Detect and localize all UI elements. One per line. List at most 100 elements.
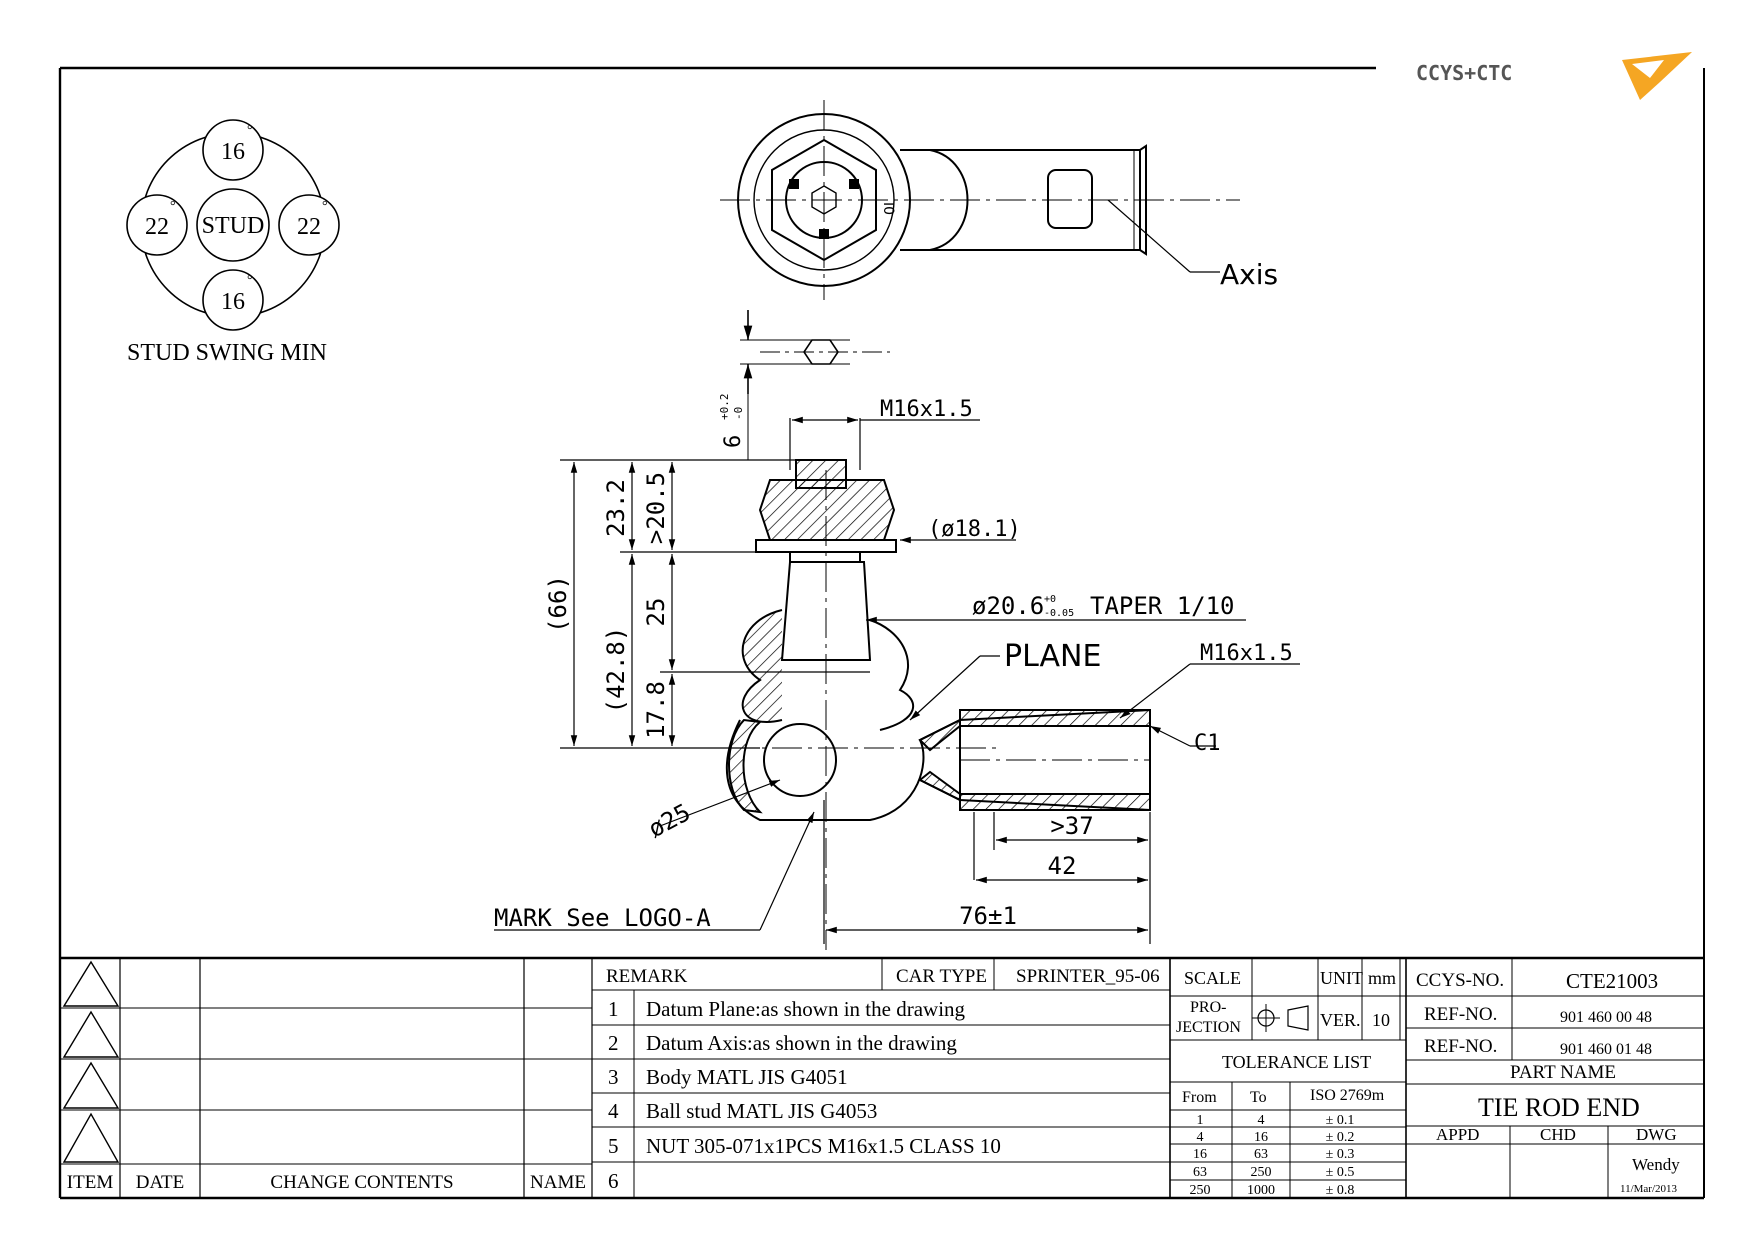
dim-23-2: 23.2: [602, 479, 630, 537]
remark-no: 2: [608, 1031, 619, 1055]
scale-label: SCALE: [1184, 968, 1241, 988]
ver-label: VER.: [1320, 1010, 1361, 1030]
nut-width-dim: 6: [721, 435, 746, 448]
degree-mark: °: [322, 199, 328, 214]
tol-from: 250: [1190, 1183, 1211, 1198]
top-view: [720, 100, 1240, 300]
tol-from: 16: [1193, 1147, 1207, 1162]
remark-text: Ball stud MATL JIS G4053: [646, 1099, 877, 1123]
company-logo: CCYS+CTC: [1416, 52, 1692, 100]
dwg-label: DWG: [1636, 1125, 1677, 1144]
ref2-value: 901 460 01 48: [1560, 1041, 1652, 1058]
ver-value: 10: [1372, 1010, 1390, 1030]
tol-from: 63: [1193, 1165, 1207, 1180]
tol-value: ± 0.2: [1326, 1130, 1355, 1145]
rev-header-date: DATE: [136, 1172, 185, 1193]
appd-label: APPD: [1436, 1125, 1479, 1144]
stud-thread-dim: [789, 416, 980, 470]
nut-width-view: [740, 310, 890, 460]
tol-from-header: From: [1182, 1089, 1217, 1106]
drawing-frame: [58, 66, 1705, 1200]
swing-center: STUD: [202, 213, 265, 239]
tol-to: 16: [1254, 1130, 1268, 1145]
tol-value: ± 0.1: [1326, 1113, 1355, 1128]
dim-20-5: >20.5: [642, 472, 670, 544]
dim-25: 25: [642, 598, 670, 627]
taper-tol-upper: +0: [1044, 594, 1056, 605]
tol-value: ± 0.3: [1326, 1147, 1355, 1162]
ref1-value: 901 460 00 48: [1560, 1009, 1652, 1026]
mark-leader: [494, 811, 815, 931]
taper-dia: ø20.6: [972, 592, 1044, 620]
taper-label: TAPER 1/10: [1090, 592, 1235, 620]
dim-42-8: (42.8): [602, 627, 630, 714]
title-block-grid: [60, 956, 1704, 1198]
ccys-label: CCYS-NO.: [1416, 970, 1504, 991]
remark-text: Datum Plane:as shown in the drawing: [646, 997, 966, 1021]
ball-dia-leader: [659, 779, 781, 827]
logo-mark-icon: [1622, 52, 1692, 100]
chd-label: CHD: [1540, 1125, 1576, 1144]
tol-to: 63: [1254, 1147, 1268, 1162]
rev-header-name: NAME: [530, 1172, 586, 1193]
rev-header-item: ITEM: [67, 1172, 114, 1193]
stud-thread-label: M16x1.5: [880, 397, 973, 422]
ref2-label: REF-NO.: [1424, 1036, 1497, 1057]
body-thread-label: M16x1.5: [1200, 641, 1293, 666]
remark-text: Body MATL JIS G4051: [646, 1065, 848, 1089]
remark-text: Datum Axis:as shown in the drawing: [646, 1031, 957, 1055]
degree-mark: °: [170, 199, 176, 214]
plane-leader: [909, 655, 1000, 721]
drawn-by: Wendy: [1632, 1155, 1680, 1174]
c1-label: C1: [1194, 731, 1221, 756]
stud-swing-diagram: [126, 119, 340, 331]
remark-no: 6: [608, 1169, 619, 1193]
dia18-label: (ø18.1): [928, 517, 1021, 542]
part-name: TIE ROD END: [1478, 1093, 1640, 1122]
part-name-label: PART NAME: [1510, 1062, 1616, 1083]
degree-mark: °: [247, 123, 253, 138]
vertical-dimensions: [560, 459, 800, 749]
swing-right: 22: [297, 214, 321, 240]
tol-value: ± 0.8: [1326, 1183, 1355, 1198]
tol-from: 1: [1197, 1113, 1204, 1128]
remark-no: 5: [608, 1134, 619, 1158]
dim-17-8: 17.8: [642, 681, 670, 739]
projection-label: JECTION: [1176, 1019, 1241, 1036]
taper-tol-lower: -0.05: [1044, 608, 1074, 619]
tol-to: 250: [1251, 1165, 1272, 1180]
nut-width-tol-lower: -0: [732, 407, 745, 420]
nut-width-tol-upper: +0.2: [718, 394, 731, 421]
tol-value: ± 0.5: [1326, 1165, 1355, 1180]
dim-37: >37: [1050, 812, 1093, 840]
projection-label: PRO-: [1190, 999, 1226, 1016]
swing-left: 22: [145, 214, 169, 240]
ref1-label: REF-NO.: [1424, 1004, 1497, 1025]
remark-header: REMARK: [606, 966, 688, 987]
swing-caption: STUD SWING MIN: [127, 340, 327, 366]
car-type-value: SPRINTER_95-06: [1016, 966, 1160, 987]
i0-label: I0: [880, 202, 896, 215]
tol-to: 4: [1258, 1113, 1265, 1128]
dim-42: 42: [1048, 852, 1077, 880]
c1-leader: [1149, 725, 1216, 747]
drawing-date: 11/Mar/2013: [1620, 1183, 1678, 1195]
tol-to: 1000: [1247, 1183, 1275, 1198]
horizontal-dimensions: [823, 800, 1151, 944]
mark-label: MARK See LOGO-A: [494, 904, 711, 932]
tolerance-title: TOLERANCE LIST: [1222, 1052, 1371, 1072]
dim-66: (66): [544, 575, 572, 633]
dim-76: 76±1: [959, 902, 1017, 930]
tol-from: 4: [1197, 1130, 1204, 1145]
plane-label: PLANE: [1004, 639, 1101, 674]
remark-no: 3: [608, 1065, 619, 1089]
unit-label: UNIT: [1320, 968, 1363, 988]
logo-text: CCYS+CTC: [1416, 61, 1512, 85]
rev-header-change: CHANGE CONTENTS: [270, 1172, 453, 1193]
swing-top: 16: [221, 139, 245, 165]
body-thread-leader: [1119, 663, 1300, 719]
tol-to-header: To: [1250, 1089, 1267, 1106]
swing-bottom: 16: [221, 289, 245, 315]
remark-no: 4: [608, 1099, 619, 1123]
